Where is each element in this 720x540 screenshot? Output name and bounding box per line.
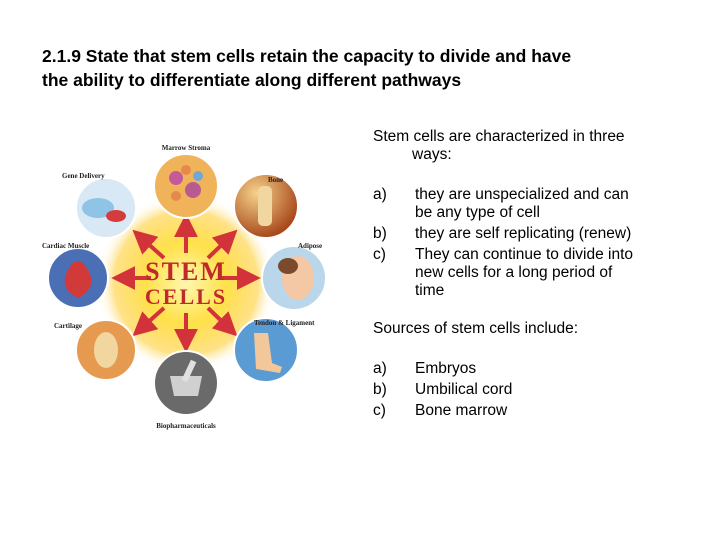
center-stem-text: STEM bbox=[145, 257, 227, 286]
label-tendon-ligament: Tendon & Ligament bbox=[254, 319, 315, 327]
label-gene-delivery: Gene Delivery bbox=[62, 172, 105, 180]
list-item-label: a) bbox=[373, 186, 387, 203]
bone-image bbox=[233, 173, 299, 239]
biopharmaceuticals-image bbox=[153, 350, 219, 416]
label-cardiac-muscle: Cardiac Muscle bbox=[42, 242, 89, 250]
list-item-label: c) bbox=[373, 246, 386, 263]
list-item: c) They can continue to divide into new … bbox=[373, 246, 693, 300]
list-item: b) they are self replicating (renew) bbox=[373, 225, 693, 243]
list-item: c) Bone marrow bbox=[373, 402, 693, 420]
sources-heading: Sources of stem cells include: bbox=[373, 320, 579, 337]
intro-text: Stem cells are characterized in three wa… bbox=[373, 128, 693, 164]
cardiac-muscle-image bbox=[47, 247, 109, 309]
list-item-label: b) bbox=[373, 225, 387, 242]
traits-list: a) they are unspecialized and can be any… bbox=[373, 186, 693, 300]
tendon-ligament-image bbox=[233, 317, 299, 383]
list-item: a) Embryos bbox=[373, 360, 693, 378]
list-item: b) Umbilical cord bbox=[373, 381, 693, 399]
label-cartilage: Cartilage bbox=[54, 322, 82, 330]
list-item-label: a) bbox=[373, 360, 387, 377]
marrow-stroma-image bbox=[153, 153, 219, 219]
content-panel: Stem cells are characterized in three wa… bbox=[373, 128, 693, 423]
label-bone: Bone bbox=[268, 176, 283, 184]
list-item-text: time bbox=[415, 282, 445, 299]
stem-cells-diagram: STEM CELLS Marrow Stroma Gene Delivery B… bbox=[36, 128, 356, 440]
list-item-text: Embryos bbox=[415, 360, 477, 377]
list-item-text: new cells for a long period of bbox=[415, 264, 613, 281]
list-item-text: be any type of cell bbox=[415, 204, 540, 221]
arrows bbox=[111, 213, 261, 353]
label-marrow-stroma: Marrow Stroma bbox=[162, 144, 211, 152]
list-item: a) they are unspecialized and can be any… bbox=[373, 186, 693, 222]
slide-title: 2.1.9 State that stem cells retain the c… bbox=[42, 44, 682, 92]
list-item-text: they are unspecialized and can bbox=[415, 186, 629, 203]
list-item-label: b) bbox=[373, 381, 387, 398]
list-item-label: c) bbox=[373, 402, 386, 419]
sources-list: a) Embryos b) Umbilical cord c) Bone mar… bbox=[373, 360, 693, 420]
list-item-text: Umbilical cord bbox=[415, 381, 513, 398]
title-line-2: the ability to differentiate along diffe… bbox=[42, 70, 462, 90]
intro-line-1: Stem cells are characterized in three bbox=[373, 128, 625, 145]
title-line-1: 2.1.9 State that stem cells retain the c… bbox=[42, 46, 572, 66]
label-biopharmaceuticals: Biopharmaceuticals bbox=[156, 422, 216, 430]
intro-line-2: ways: bbox=[412, 146, 452, 163]
center-cells-text: CELLS bbox=[145, 284, 227, 309]
list-item-text: they are self replicating (renew) bbox=[415, 225, 632, 242]
cartilage-image bbox=[75, 319, 137, 381]
gene-delivery-image bbox=[75, 177, 137, 239]
adipose-image bbox=[261, 245, 327, 311]
label-adipose: Adipose bbox=[298, 242, 322, 250]
list-item-text: They can continue to divide into bbox=[415, 246, 633, 263]
list-item-text: Bone marrow bbox=[415, 402, 508, 419]
